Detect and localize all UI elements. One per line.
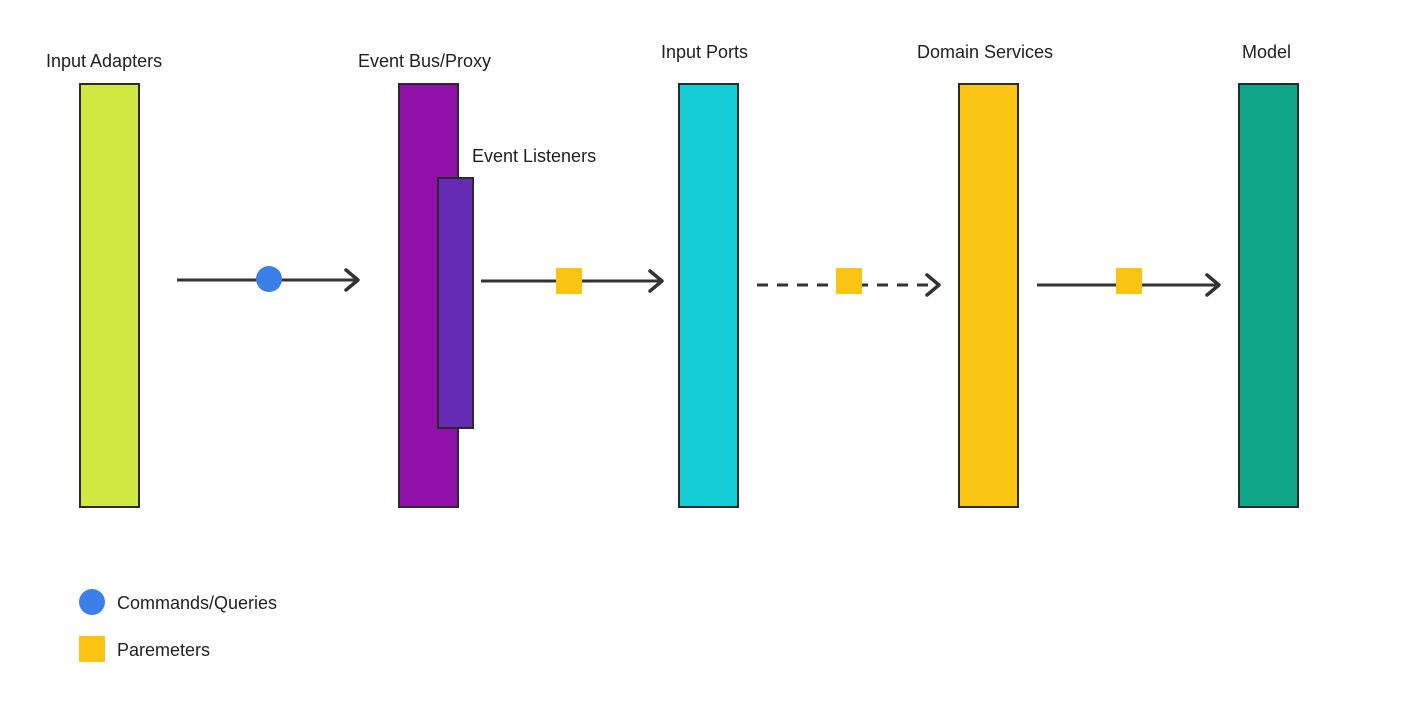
event-listeners-bar — [437, 177, 474, 429]
arrow-head — [925, 273, 941, 297]
arrow-head — [1205, 273, 1221, 297]
domain-services-label: Domain Services — [917, 42, 1053, 62]
input-ports-label: Input Ports — [661, 42, 748, 62]
event-listeners-label: Event Listeners — [472, 146, 596, 166]
parameter-marker — [836, 268, 862, 294]
parameter-marker — [556, 268, 582, 294]
legend-parameters-label: Paremeters — [117, 640, 210, 660]
legend-commands-label: Commands/Queries — [117, 593, 277, 613]
input-adapters-label: Input Adapters — [46, 51, 162, 71]
input-adapters-bar — [79, 83, 140, 508]
arrow-head — [344, 268, 360, 292]
flow-listeners-to-ports — [481, 268, 664, 294]
command-query-marker — [256, 266, 282, 292]
flow-ports-to-services — [757, 268, 941, 297]
legend-commands-swatch — [79, 589, 105, 615]
legend: Commands/Queries Paremeters — [79, 589, 277, 662]
arrow-head — [648, 269, 664, 293]
input-ports-bar — [678, 83, 739, 508]
legend-parameters-swatch — [79, 636, 105, 662]
model-bar — [1238, 83, 1299, 508]
event-bus-label: Event Bus/Proxy — [358, 51, 491, 71]
flow-services-to-model — [1037, 268, 1221, 297]
domain-services-bar — [958, 83, 1019, 508]
model-label: Model — [1242, 42, 1291, 62]
flow-adapters-to-bus — [177, 266, 360, 292]
parameter-marker — [1116, 268, 1142, 294]
